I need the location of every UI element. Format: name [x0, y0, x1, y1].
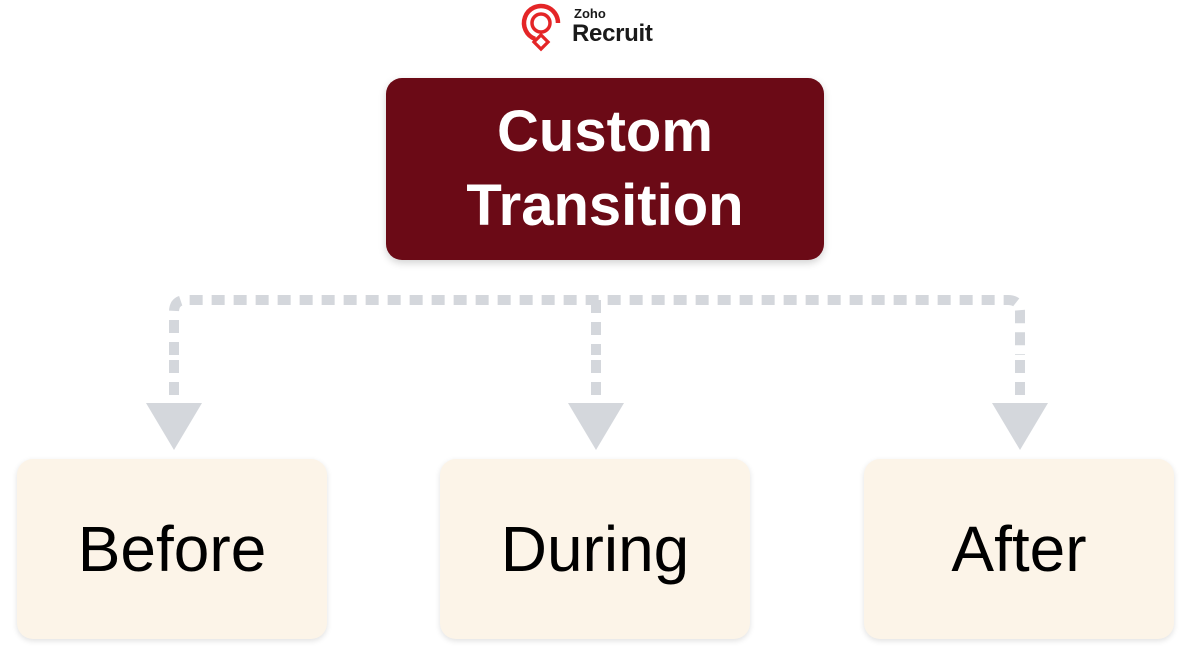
arrow-down-icon-during [568, 403, 624, 450]
after-box: After [864, 459, 1174, 639]
zoho-recruit-logo: Zoho Recruit [520, 2, 660, 54]
zoho-recruit-logo-icon [521, 3, 561, 52]
during-label: During [500, 513, 690, 585]
arrow-down-icon-after [992, 403, 1048, 450]
custom-transition-box: Custom Transition [386, 78, 824, 260]
before-label: Before [77, 513, 267, 585]
during-box: During [440, 459, 750, 639]
logo-brand-small: Zoho [574, 6, 606, 21]
after-label: After [951, 513, 1087, 585]
arrow-down-icon-before [146, 403, 202, 450]
before-box: Before [17, 459, 327, 639]
custom-transition-label: Custom Transition [466, 99, 744, 238]
logo-brand-big: Recruit [572, 20, 653, 47]
